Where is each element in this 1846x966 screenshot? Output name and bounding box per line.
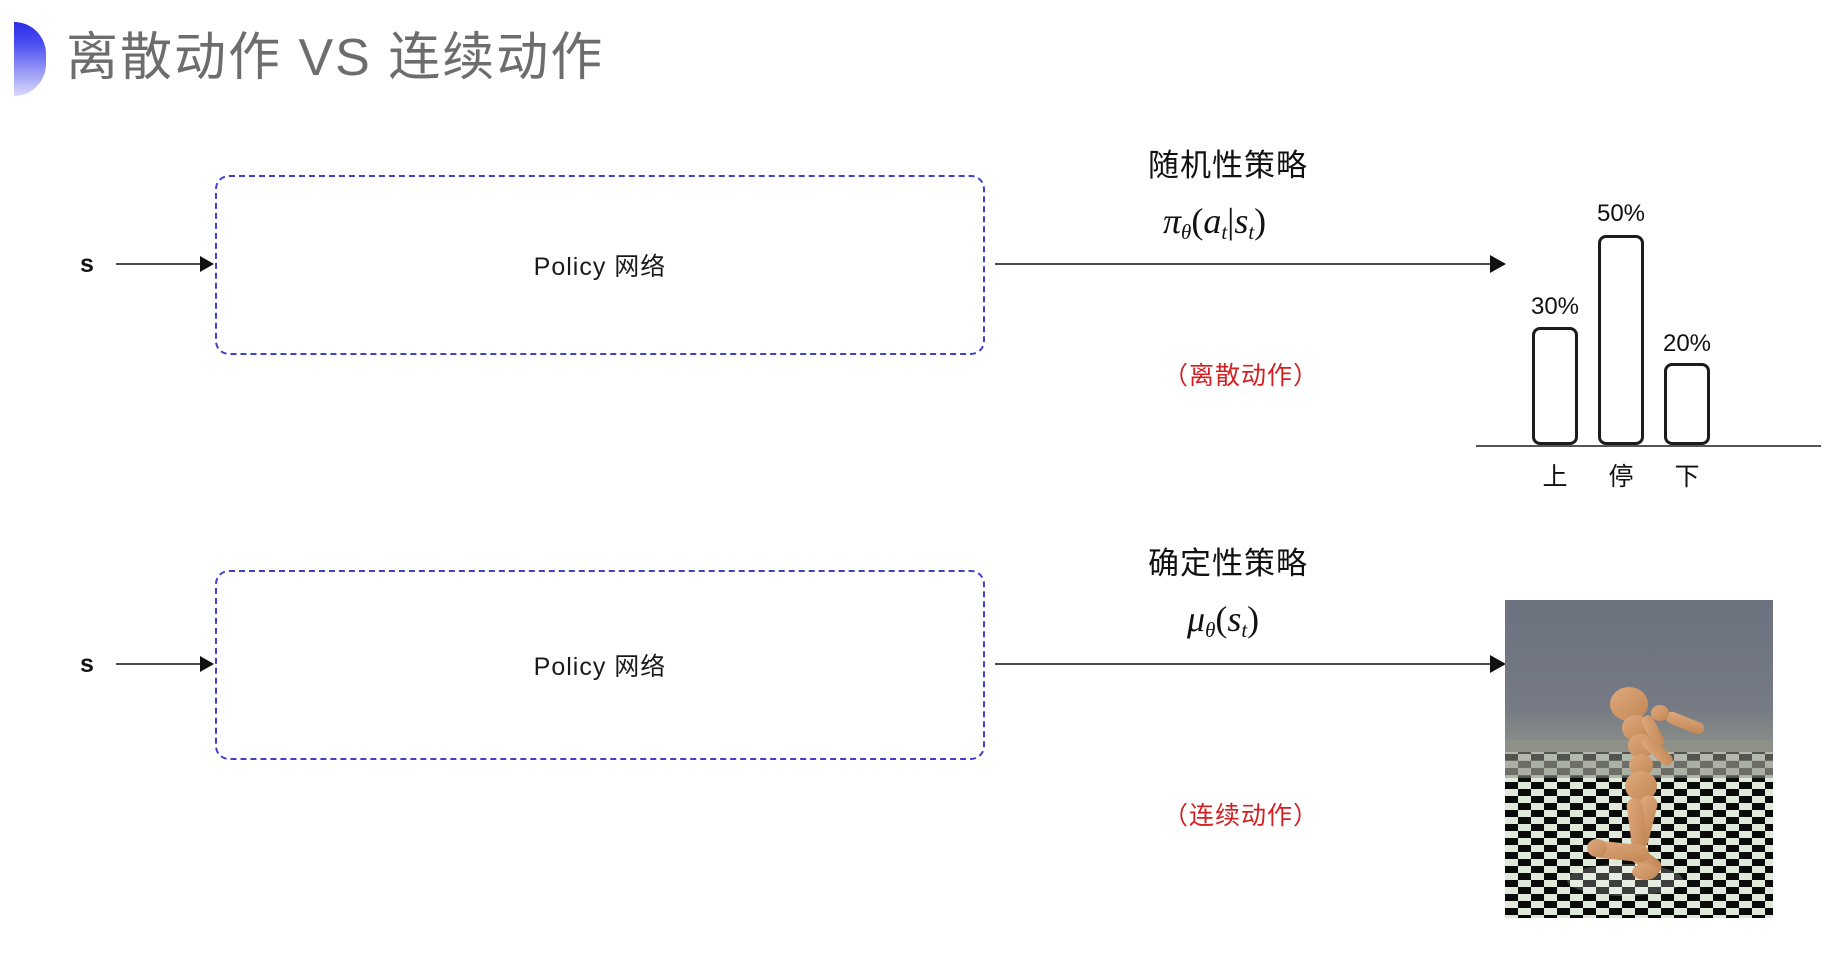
policy-type-label-deterministic: 确定性策略 [1148, 546, 1308, 581]
formula-symbol-pi: π [1163, 201, 1182, 241]
policy-network-box-continuous[interactable]: Policy 网络 [215, 570, 985, 760]
formula-subscript-theta: θ [1181, 219, 1192, 244]
output-arrow-head-continuous [1490, 655, 1506, 673]
policy-formula-stochastic: πθ(at|st) [1163, 200, 1266, 245]
bar-up [1532, 327, 1578, 445]
humanoid-simulation-image [1505, 600, 1773, 918]
formula-action: a [1203, 201, 1222, 241]
bar-category-up: 上 [1542, 463, 1568, 491]
policy-network-label-continuous: Policy 网络 [533, 653, 667, 681]
formula-paren-close-2: ) [1247, 599, 1260, 639]
policy-formula-deterministic: μθ(st) [1187, 598, 1259, 643]
bar-down [1664, 363, 1710, 445]
discrete-action-row: s Policy 网络 随机性策略 πθ(at|st) （离散动作） 30% 5… [0, 90, 1846, 491]
bar-category-stop: 停 [1608, 463, 1634, 491]
policy-network-label-discrete: Policy 网络 [533, 253, 667, 281]
chart-x-axis [1476, 445, 1821, 447]
state-input-label-discrete: s [80, 250, 94, 278]
formula-paren-open-2: ( [1215, 599, 1228, 639]
formula-state-subscript: t [1248, 219, 1255, 244]
input-arrow-head-continuous [200, 656, 214, 672]
policy-type-label-stochastic: 随机性策略 [1148, 148, 1308, 183]
formula-paren-close: ) [1254, 201, 1267, 241]
bar-category-down: 下 [1674, 463, 1700, 491]
formula-state-subscript-2: t [1241, 617, 1248, 642]
bar-value-stop: 50% [1596, 200, 1646, 227]
bar-value-up: 30% [1530, 293, 1580, 320]
formula-state-2: s [1227, 599, 1242, 639]
continuous-action-note: （连续动作） [1163, 802, 1320, 830]
formula-symbol-mu: μ [1187, 599, 1206, 639]
output-arrow-head-discrete [1490, 255, 1506, 273]
continuous-action-row: s Policy 网络 确定性策略 μθ(st) （连续动作） [0, 546, 1846, 960]
output-arrow-line-discrete [995, 263, 1495, 265]
formula-pipe: | [1227, 201, 1235, 241]
title-accent-shape [14, 22, 46, 96]
input-arrow-head-discrete [200, 256, 214, 272]
discrete-action-note: （离散动作） [1163, 362, 1320, 390]
formula-state: s [1234, 201, 1249, 241]
input-arrow-line-continuous [116, 663, 202, 665]
state-input-label-continuous: s [80, 650, 94, 678]
bar-stop [1598, 235, 1644, 445]
page-title: 离散动作 VS 连续动作 [66, 29, 605, 87]
formula-action-subscript: t [1221, 219, 1228, 244]
policy-network-box-discrete[interactable]: Policy 网络 [215, 175, 985, 355]
output-arrow-line-continuous [995, 663, 1495, 665]
formula-paren-open: ( [1191, 201, 1204, 241]
bar-value-down: 20% [1662, 330, 1712, 357]
input-arrow-line-discrete [116, 263, 202, 265]
action-probability-bar-chart: 30% 50% 20% 上 停 下 [1470, 185, 1830, 491]
formula-subscript-theta-2: θ [1205, 617, 1216, 642]
